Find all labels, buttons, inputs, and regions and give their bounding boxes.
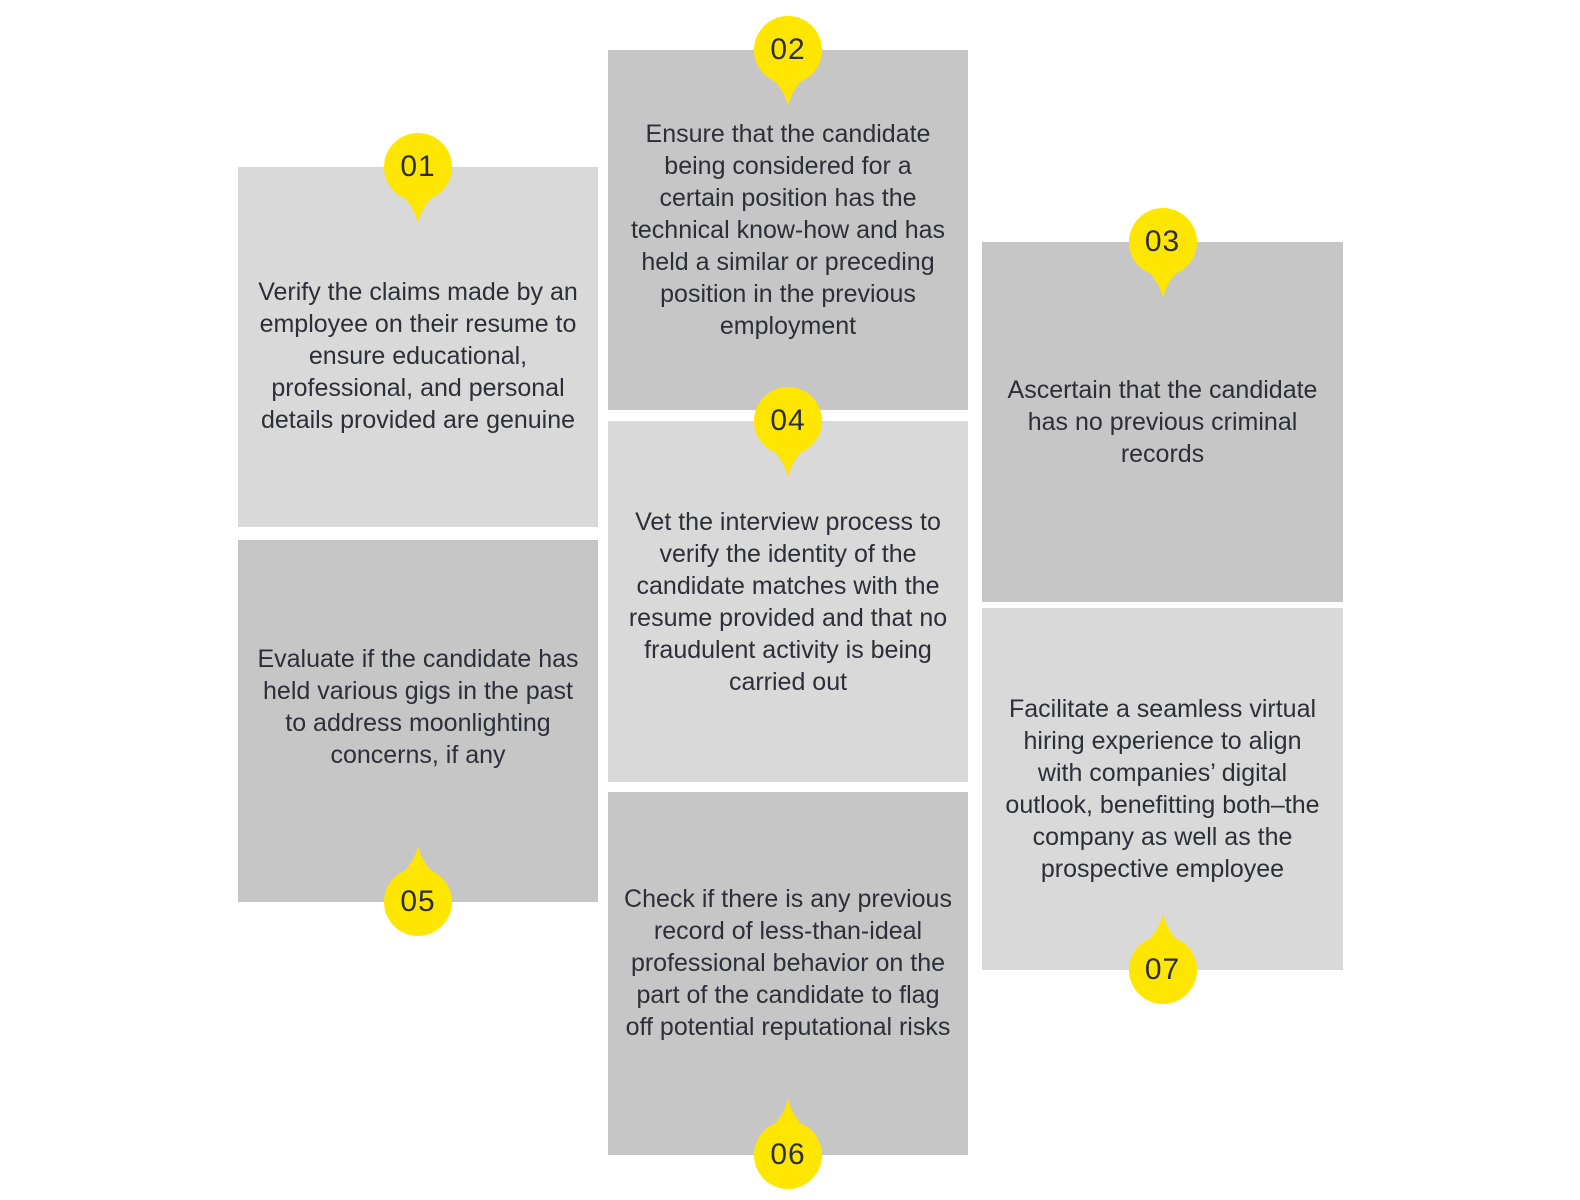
badge-number: 04 <box>770 404 806 437</box>
card-text: Check if there is any previous record of… <box>624 884 952 1041</box>
card-02: 02 Ensure that the candidate being consi… <box>608 16 968 410</box>
drop-pin-icon <box>384 846 452 936</box>
badge-01: 01 <box>382 133 454 225</box>
card-text: Verify the claims made by an employee on… <box>258 278 578 434</box>
card-05: 05 Evaluate if the candidate has held va… <box>238 540 598 936</box>
badge-number: 02 <box>770 33 806 66</box>
badge-number: 07 <box>1144 953 1181 986</box>
card-03: 03 Ascertain that the candidate has no p… <box>982 208 1343 602</box>
badge-05: 05 <box>382 844 454 936</box>
drop-pin-icon <box>754 387 822 477</box>
card-text: Vet the interview process to verify the … <box>628 507 948 696</box>
card-04: 04 Vet the interview process to verify t… <box>608 387 968 782</box>
card-text: Evaluate if the candidate has held vario… <box>257 645 579 769</box>
badge-number: 01 <box>400 150 436 183</box>
badge-number: 06 <box>770 1138 806 1171</box>
drop-pin-icon <box>384 133 452 223</box>
card-text: Ensure that the candidate being consider… <box>630 120 946 340</box>
drop-pin-icon <box>1128 914 1197 1004</box>
badge-number: 05 <box>400 885 436 918</box>
drop-pin-icon <box>754 16 822 106</box>
badge-04: 04 <box>752 387 824 479</box>
card-text: Facilitate a seamless virtual hiring exp… <box>1005 695 1320 883</box>
badge-03: 03 <box>1127 208 1199 300</box>
badge-02: 02 <box>752 16 824 108</box>
card-01: 01 Verify the claims made by an employee… <box>238 133 598 527</box>
drop-pin-icon <box>1128 208 1197 298</box>
badge-06: 06 <box>752 1097 824 1189</box>
badge-07: 07 <box>1127 912 1199 1004</box>
card-text: Ascertain that the candidate has no prev… <box>1007 376 1318 468</box>
badge-number: 03 <box>1144 225 1181 258</box>
card-07: 07 Facilitate a seamless virtual hiring … <box>982 608 1343 1004</box>
drop-pin-icon <box>754 1099 822 1189</box>
card-06: 06 Check if there is any previous record… <box>608 792 968 1189</box>
